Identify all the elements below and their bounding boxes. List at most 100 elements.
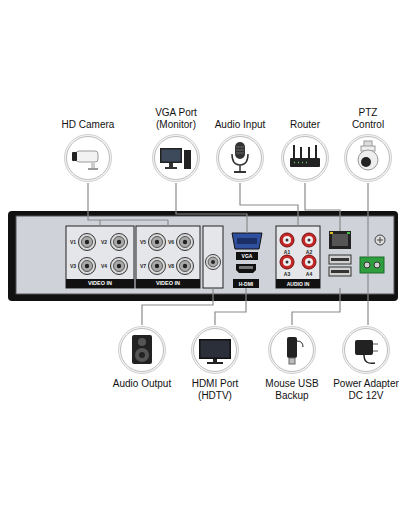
circle-face	[67, 137, 110, 180]
bnc-connector	[79, 258, 96, 275]
callout-label: HD Camera	[53, 119, 123, 131]
bnc-connector	[205, 254, 220, 269]
callout-circle	[343, 133, 393, 183]
monitor-stand	[169, 163, 173, 167]
circle-shadow	[343, 327, 390, 374]
port-frame	[203, 226, 223, 288]
port-label: V4	[101, 264, 107, 269]
port-label: V1	[70, 240, 76, 245]
speaker-cone	[139, 352, 145, 358]
leader-line	[142, 288, 213, 325]
port-label: V8	[168, 264, 174, 269]
ground-mark	[377, 237, 383, 243]
callout-node: Audio Output	[108, 325, 176, 390]
circle-face	[194, 329, 237, 372]
rca-connector	[280, 255, 294, 269]
usb-stick	[287, 337, 297, 358]
ethernet-port	[329, 231, 351, 249]
status-led	[347, 232, 350, 234]
callout-label: PTZ Control	[343, 107, 393, 130]
monitor-base	[165, 167, 177, 169]
callout-circle	[280, 133, 330, 183]
adapter-cable	[364, 355, 375, 363]
bnc-connector	[111, 258, 128, 275]
leader-line	[292, 288, 340, 325]
label-strip	[136, 279, 200, 288]
callout-label: Audio Input	[208, 119, 272, 131]
port-frame	[66, 226, 134, 288]
leader-line	[176, 183, 247, 233]
bnc-connector	[149, 258, 166, 275]
adapter-prong	[373, 350, 378, 352]
router-antenna	[294, 145, 316, 158]
leader-line	[305, 183, 340, 231]
tv-base	[207, 362, 223, 364]
ground-screw	[375, 235, 385, 245]
hdmi-pins	[239, 266, 253, 269]
circle-shadow	[282, 135, 329, 182]
router-box	[290, 158, 320, 167]
usb-port	[329, 267, 351, 276]
callout-circle	[63, 133, 113, 183]
label-strip	[236, 252, 258, 260]
callout-node: HDMI Port (HDTV)	[183, 325, 247, 401]
circle-shadow	[192, 327, 239, 374]
vga-port	[232, 233, 262, 249]
mic-capsule	[235, 142, 245, 159]
circle-face	[155, 137, 198, 180]
port-label: A4	[306, 271, 312, 276]
usb-tongue	[331, 270, 349, 273]
mic-base	[234, 171, 246, 173]
usb-lanyard	[297, 341, 303, 347]
bnc-connector	[149, 234, 166, 251]
leader-line	[367, 183, 368, 257]
circle-face	[345, 329, 388, 372]
bnc-connector	[177, 258, 194, 275]
mic-stand	[232, 154, 248, 171]
terminal-screw	[374, 262, 380, 268]
callout-circle	[215, 133, 265, 183]
speaker-box	[132, 335, 152, 364]
status-led	[330, 232, 333, 234]
callout-node: Router	[277, 119, 333, 184]
callout-label: Audio Output	[108, 378, 176, 390]
rca-connector	[280, 233, 294, 247]
tv-screen	[201, 341, 230, 358]
callout-node: PTZ Control	[343, 107, 393, 183]
terminal-screw	[364, 262, 370, 268]
router-led	[294, 162, 307, 164]
adapter-brick	[355, 340, 373, 355]
vga-pins	[237, 238, 257, 244]
port-label: V7	[140, 264, 146, 269]
ethernet-socket	[332, 234, 348, 246]
ptz-lens	[361, 157, 371, 167]
rca-connector	[302, 255, 316, 269]
port-frame	[276, 226, 320, 288]
port-label: V3	[70, 264, 76, 269]
tv-stand	[213, 359, 217, 362]
port-label: V5	[140, 240, 146, 245]
label-strip	[66, 279, 134, 288]
port-label: VIDEO IN	[156, 281, 180, 287]
callout-node: VGA Port (Monitor)	[144, 107, 208, 183]
port-frame	[136, 226, 200, 288]
callout-circle	[190, 325, 240, 375]
port-label: H-DMI	[239, 281, 253, 286]
pc-tower	[184, 150, 191, 169]
port-label: V2	[101, 240, 107, 245]
callout-node: Mouse USB Backup	[264, 325, 320, 401]
speaker-tweeter	[138, 338, 146, 346]
ptz-dome	[358, 150, 378, 170]
port-label: VIDEO IN	[88, 281, 112, 287]
circle-face	[219, 137, 262, 180]
mic-grille	[236, 147, 244, 153]
circle-shadow	[217, 135, 264, 182]
tv-frame	[199, 339, 231, 359]
circle-shadow	[345, 135, 392, 182]
port-label: AUDIO IN	[287, 281, 310, 286]
usb-tongue	[331, 258, 349, 261]
camera-mount	[91, 162, 95, 169]
bnc-connector	[177, 234, 194, 251]
callout-circle	[341, 325, 391, 375]
